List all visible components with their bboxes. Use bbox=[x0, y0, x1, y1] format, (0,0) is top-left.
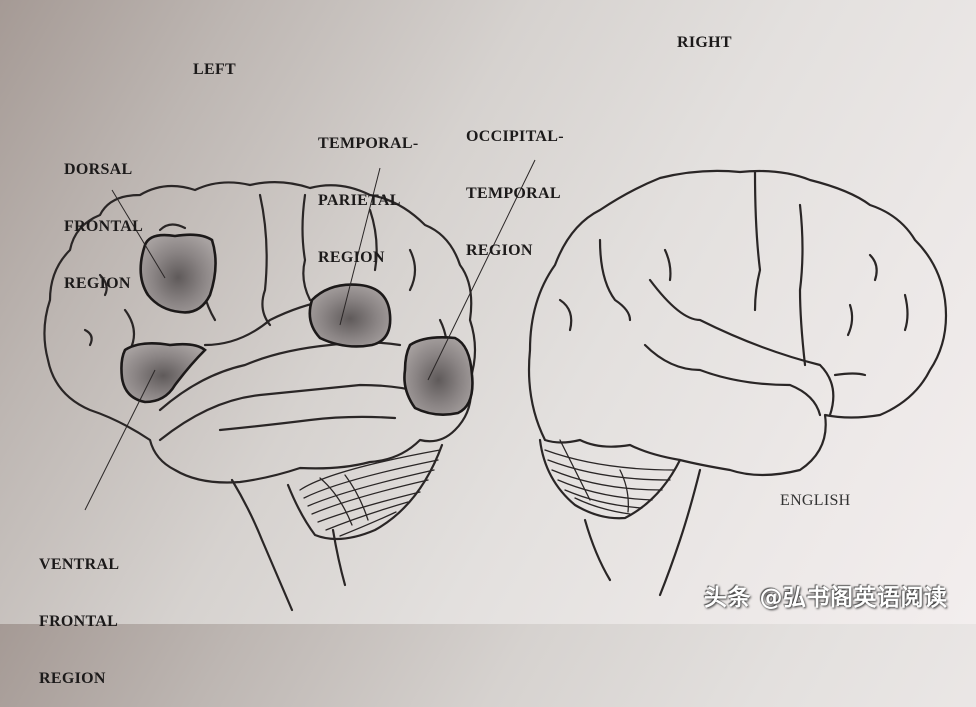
occipital-temporal-region-shape bbox=[403, 336, 474, 416]
label-line: TEMPORAL bbox=[466, 185, 561, 202]
left-hemisphere-drawing bbox=[43, 159, 536, 612]
label-line: OCCIPITAL- bbox=[466, 128, 564, 145]
left-cerebellum bbox=[286, 443, 444, 541]
caption-english: ENGLISH bbox=[780, 492, 851, 509]
label-line: TEMPORAL- bbox=[318, 135, 419, 152]
leader-dorsal-frontal bbox=[111, 189, 166, 279]
watermark: 头条 @弘书阁英语阅读 bbox=[704, 585, 948, 611]
label-line: REGION bbox=[39, 670, 106, 687]
label-line: REGION bbox=[318, 249, 385, 266]
label-line: REGION bbox=[64, 275, 131, 292]
right-hemisphere-drawing bbox=[527, 169, 948, 597]
label-line: PARIETAL bbox=[318, 192, 401, 209]
label-line: REGION bbox=[466, 242, 533, 259]
brain-diagram bbox=[43, 159, 948, 612]
right-cerebellum bbox=[538, 438, 682, 520]
label-line: VENTRAL bbox=[39, 556, 120, 573]
label-line: DORSAL bbox=[64, 161, 133, 178]
ventral-frontal-region-shape bbox=[120, 342, 207, 404]
leader-occipital-temporal bbox=[427, 159, 536, 381]
left-heading: LEFT bbox=[193, 61, 236, 78]
leader-temporal-parietal bbox=[339, 167, 381, 326]
label-line: FRONTAL bbox=[64, 218, 144, 235]
right-heading: RIGHT bbox=[677, 34, 732, 51]
leader-ventral-frontal bbox=[84, 369, 156, 511]
label-line: FRONTAL bbox=[39, 613, 119, 630]
label-dorsal-frontal-region: DORSAL FRONTAL REGION bbox=[64, 122, 143, 312]
dorsal-frontal-region-shape bbox=[139, 233, 217, 314]
temporal-parietal-region-shape bbox=[308, 283, 392, 348]
label-temporal-parietal-region: TEMPORAL- PARIETAL REGION bbox=[318, 96, 418, 286]
label-ventral-frontal-region: VENTRAL FRONTAL REGION bbox=[39, 517, 119, 707]
label-occipital-temporal-region: OCCIPITAL- TEMPORAL REGION bbox=[466, 89, 564, 279]
